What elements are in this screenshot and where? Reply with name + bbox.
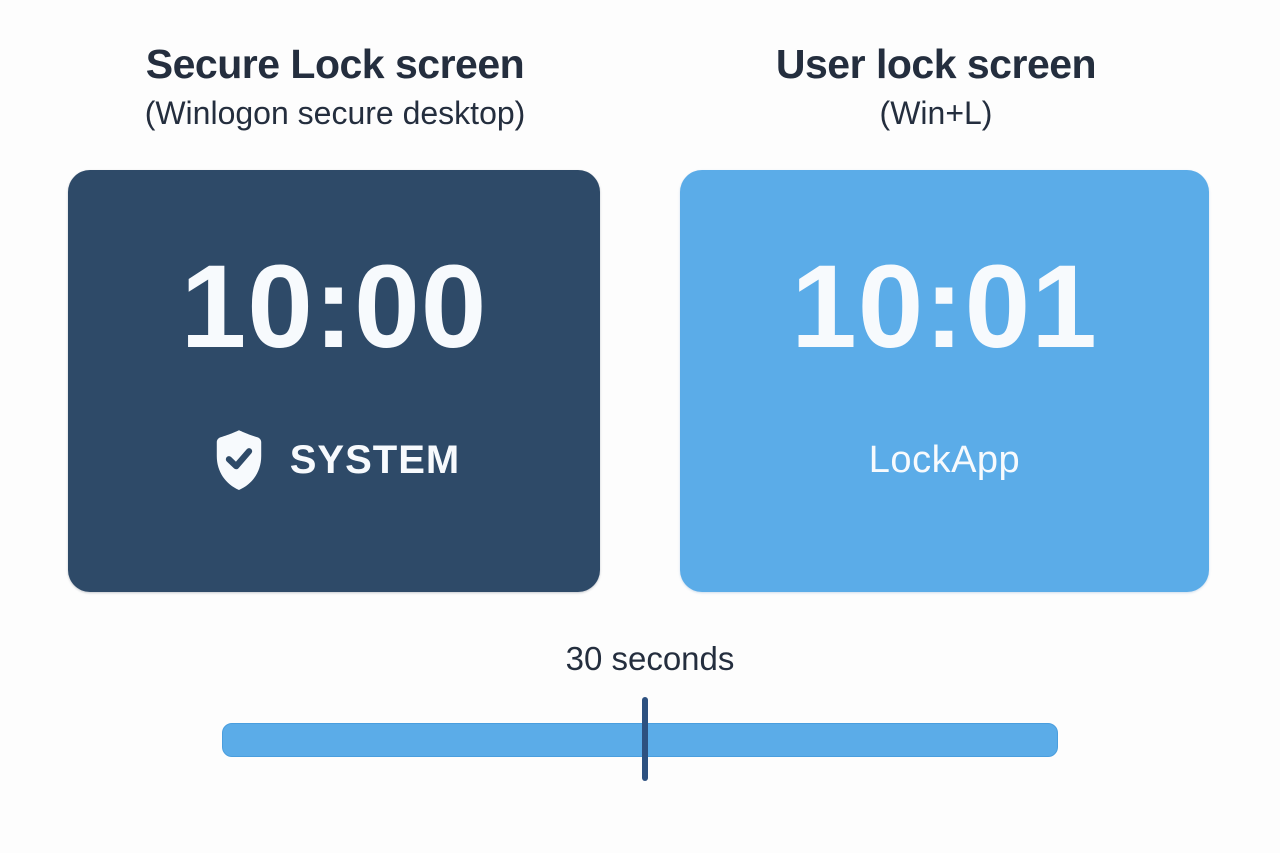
timeline-tick-marker [642, 697, 648, 781]
secure-lock-process-label: SYSTEM [289, 437, 461, 482]
shield-check-icon [208, 424, 270, 496]
secure-lock-label-row: SYSTEM [208, 422, 460, 498]
user-lock-process-label: LockApp [868, 438, 1021, 481]
timeline-duration-label: 30 seconds [565, 640, 735, 677]
user-lock-label-row: LockApp [869, 422, 1020, 498]
user-lock-subtitle: (Win+L) [879, 95, 993, 132]
timeline-bar [222, 723, 1058, 757]
user-lock-title: User lock screen [775, 41, 1097, 87]
user-lock-header: User lock screen (Win+L) [680, 41, 1192, 132]
secure-lock-screen-card: 10:00 SYSTEM [68, 170, 600, 592]
user-lock-clock: 10:01 [791, 241, 1098, 373]
secure-lock-header: Secure Lock screen (Winlogon secure desk… [68, 41, 602, 132]
secure-lock-subtitle: (Winlogon secure desktop) [144, 95, 526, 132]
secure-lock-clock: 10:00 [180, 241, 488, 373]
secure-lock-title: Secure Lock screen [145, 41, 525, 87]
user-lock-screen-card: 10:01 LockApp [680, 170, 1209, 592]
